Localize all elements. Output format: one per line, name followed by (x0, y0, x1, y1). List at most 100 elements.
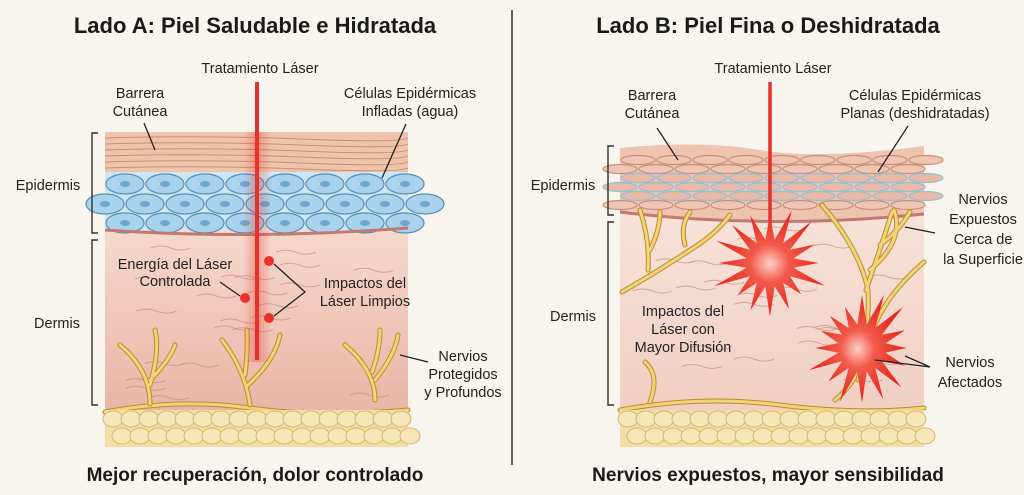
corneum-line (104, 148, 409, 154)
flat-cell (710, 181, 746, 193)
cell-nucleus (280, 220, 290, 226)
flat-cell (800, 154, 836, 166)
epidermis-bracket (91, 132, 98, 234)
collagen-fiber (149, 395, 190, 401)
fat-cell (165, 427, 187, 445)
flat-cell (710, 163, 746, 175)
impacts-leader (273, 263, 307, 317)
epidermis-label: Epidermis (531, 178, 595, 194)
nerve (643, 360, 656, 404)
flat-cell (854, 199, 890, 211)
flat-cell (782, 199, 818, 211)
collagen-fiber (681, 363, 723, 369)
flat-cell (800, 172, 836, 184)
panel-b-title: Lado B: Piel Fina o Deshidratada (596, 13, 940, 38)
flat-cell (602, 199, 638, 211)
cell-nucleus (200, 220, 210, 226)
fat-cell (896, 427, 918, 445)
collagen-fiber (632, 288, 673, 294)
flat-cell (872, 172, 908, 184)
laser-burst (808, 294, 907, 403)
barrier-leader (656, 127, 679, 161)
flat-cell (836, 190, 872, 202)
fat-cell (662, 427, 684, 445)
fat-cell (372, 410, 394, 428)
fat-cell (345, 427, 367, 445)
skin-cross-section-healthy (85, 82, 445, 447)
epidermis-label: Epidermis (16, 178, 80, 194)
flat-cell (620, 154, 656, 166)
cell-nucleus (180, 201, 190, 207)
dermis-bracket (607, 221, 614, 406)
fat-cell (327, 427, 349, 445)
cell-nucleus (360, 220, 370, 226)
fat-cell (734, 427, 756, 445)
flat-cell (890, 199, 926, 211)
dermis-label: Dermis (34, 316, 80, 332)
affected-nerves-leader (874, 355, 931, 368)
panel-b: Lado B: Piel Fina o Deshidratada Tratami… (531, 13, 1023, 486)
cell-nucleus (400, 220, 410, 226)
flat-cell (638, 199, 674, 211)
laser-label: Tratamiento Láser (714, 61, 831, 77)
flat-cell (602, 181, 638, 193)
fat-cell (671, 410, 693, 428)
flat-cell (692, 172, 728, 184)
fat-cell (201, 427, 223, 445)
cell-nucleus (160, 181, 170, 187)
collagen-fiber (733, 356, 775, 362)
collagen-fiber (690, 345, 731, 351)
laser-label: Tratamiento Láser (201, 61, 318, 77)
collagen-fiber (196, 293, 237, 299)
skin-cross-section-dehydrated (602, 82, 944, 447)
cell-nucleus (160, 220, 170, 226)
flat-cell (746, 181, 782, 193)
fat-cell (354, 410, 376, 428)
flat-cell (674, 199, 710, 211)
flat-cell (908, 172, 944, 184)
exposed-nerves-leader (904, 226, 936, 234)
fat-cell (887, 410, 909, 428)
cells-leader (877, 125, 909, 173)
flat-cell (890, 181, 926, 193)
cell-nucleus (220, 201, 230, 207)
collagen-fiber (813, 243, 854, 249)
fat-cell (255, 427, 277, 445)
dermis-label: Dermis (550, 309, 596, 325)
fat-cell (824, 427, 846, 445)
cell-nucleus (380, 201, 390, 207)
panel-a-caption: Mejor recuperación, dolor controlado (87, 465, 424, 486)
cell-nucleus (280, 181, 290, 187)
fat-cell (707, 410, 729, 428)
fat-cell (300, 410, 322, 428)
flat-cell (800, 190, 836, 202)
fat-cell (653, 410, 675, 428)
panel-b-caption: Nervios expuestos, mayor sensibilidad (592, 465, 944, 486)
flat-cell (818, 163, 854, 175)
panel-a-title: Lado A: Piel Saludable e Hidratada (74, 13, 437, 38)
energy-leader (219, 281, 241, 297)
fat-cell (156, 410, 178, 428)
fat-cell (806, 427, 828, 445)
fat-cell (237, 427, 259, 445)
cells-leader (381, 123, 407, 179)
laser-impact-dot (264, 256, 274, 266)
fat-cell (192, 410, 214, 428)
fat-cell (282, 410, 304, 428)
flat-cell (764, 172, 800, 184)
fat-cell (318, 410, 340, 428)
fat-cell (860, 427, 882, 445)
flat-cell (710, 199, 746, 211)
fat-cell (219, 427, 241, 445)
fat-cell (716, 427, 738, 445)
corneum-line (104, 160, 409, 166)
fat-cell (797, 410, 819, 428)
flat-cell (818, 199, 854, 211)
flat-cell (872, 190, 908, 202)
